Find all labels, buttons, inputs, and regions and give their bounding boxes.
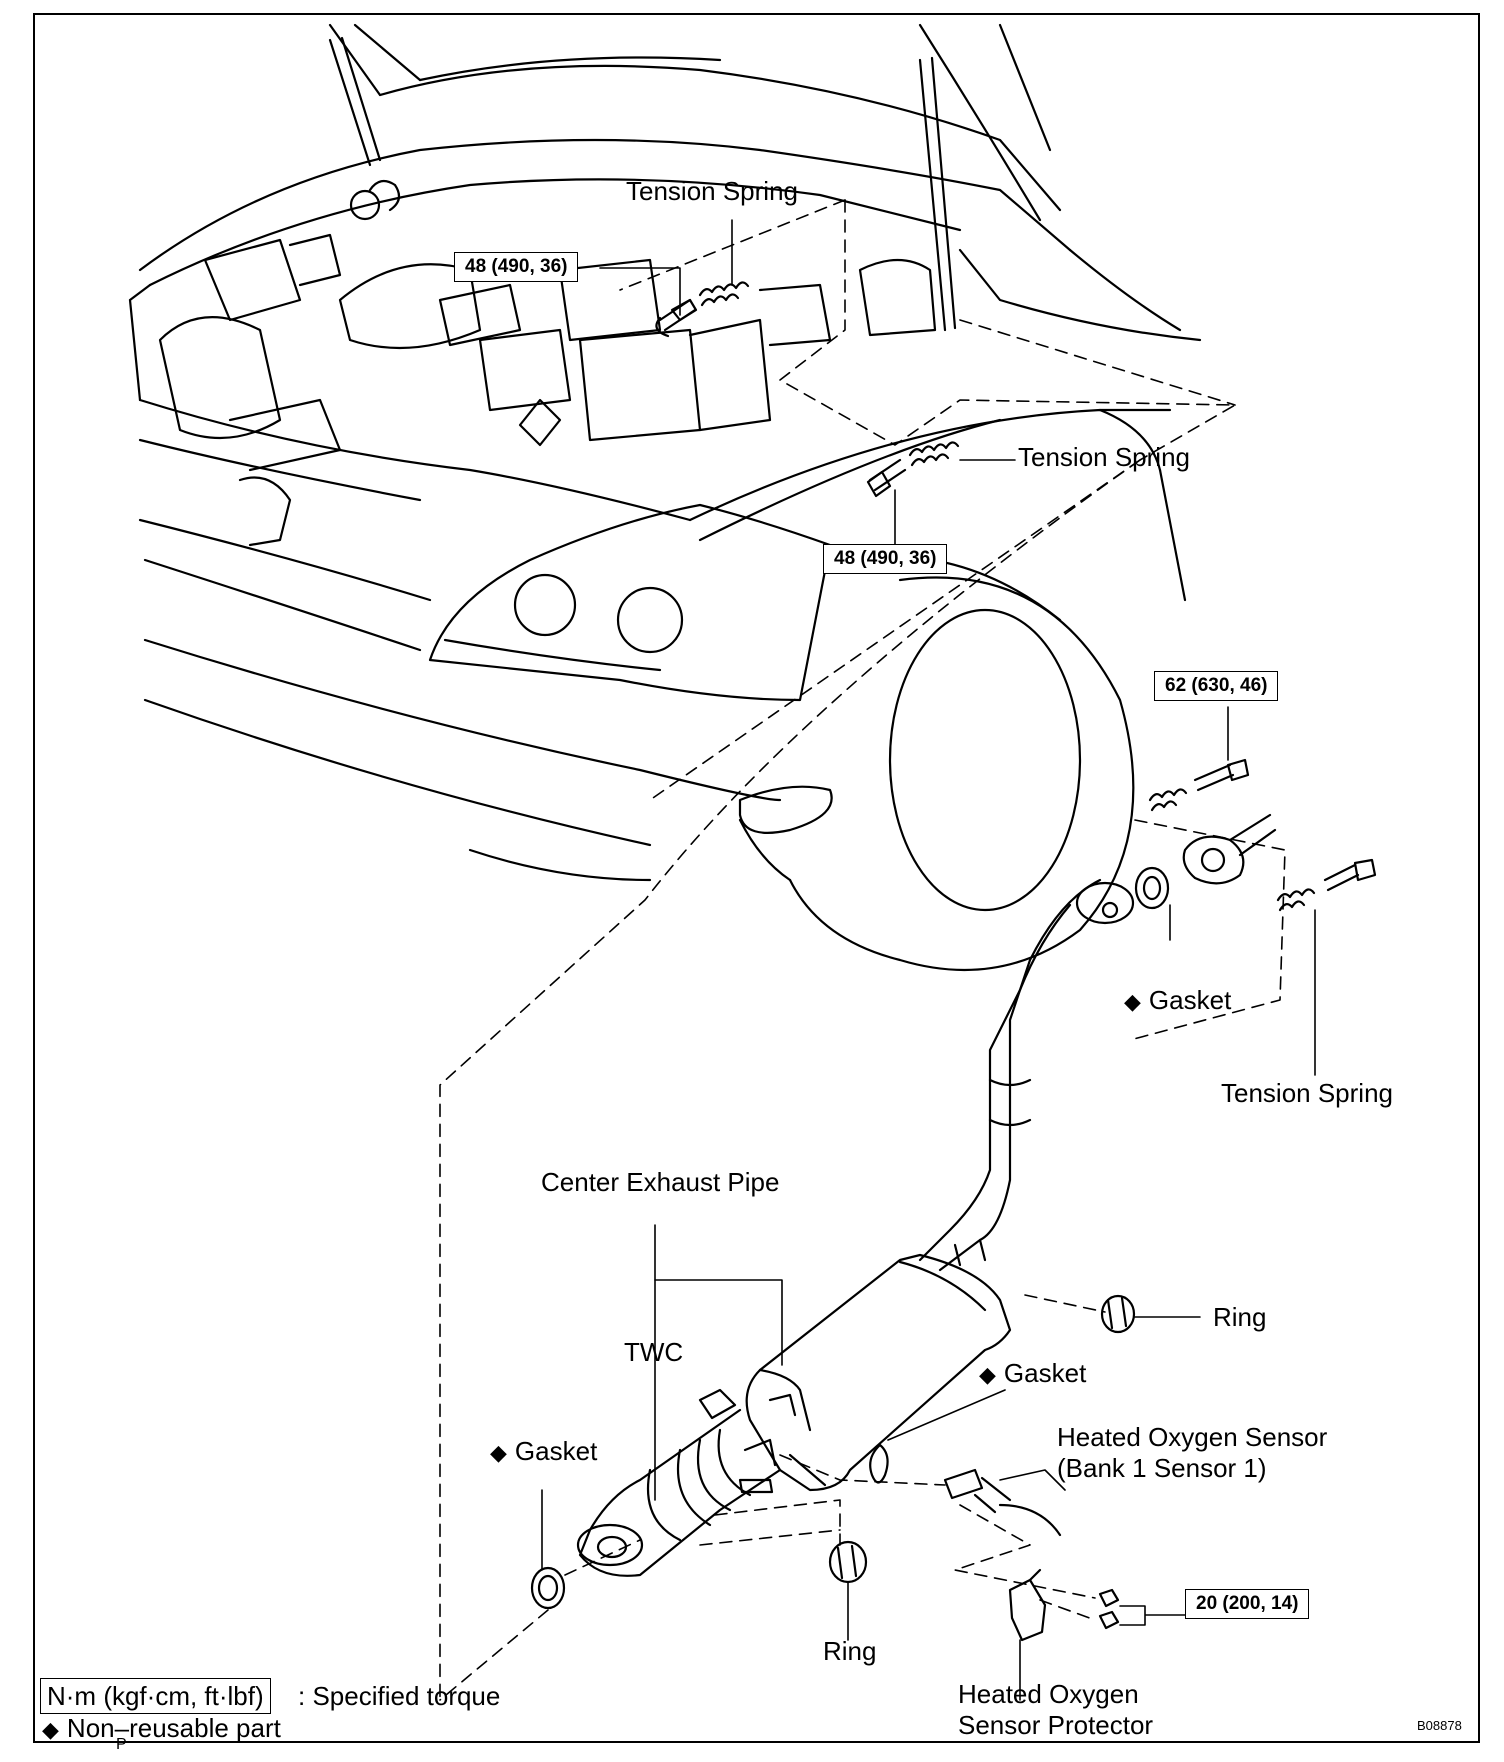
stray-mark: P xyxy=(116,1736,127,1753)
non-reusable-icon: ◆ xyxy=(42,1717,59,1742)
label-ring-right: Ring xyxy=(1213,1302,1267,1332)
label-gasket-upper: ◆Gasket xyxy=(1124,985,1232,1015)
sensor-protector xyxy=(1008,1568,1047,1642)
center-exhaust-pipe xyxy=(745,1253,1012,1492)
upper-gasket xyxy=(1134,866,1170,910)
figure-code: B08878 xyxy=(1417,1718,1462,1733)
manifold-flange xyxy=(1182,813,1277,885)
label-bank-sensor: (Bank 1 Sensor 1) xyxy=(1057,1453,1267,1483)
label-tension-spring-right: Tension Spring xyxy=(1221,1078,1393,1108)
label-twc: TWC xyxy=(624,1337,684,1367)
label-heated-oxygen-sensor: Heated Oxygen Sensor xyxy=(1057,1422,1328,1452)
torque-spec-top-bolt: 48 (490, 36) xyxy=(454,252,579,282)
middle-bolt-and-spring xyxy=(866,441,960,498)
non-reusable-icon: ◆ xyxy=(490,1440,507,1465)
label-tension-spring-top: Tension Spring xyxy=(626,176,798,206)
right-ring xyxy=(1100,1294,1136,1334)
label-gasket-middle: ◆Gasket xyxy=(979,1358,1087,1388)
front-exhaust-pipe xyxy=(918,878,1135,1272)
label-sensor-protector-line1: Heated Oxygen xyxy=(958,1679,1139,1709)
twc-converter xyxy=(576,1388,797,1577)
label-gasket-lower: ◆Gasket xyxy=(490,1436,598,1466)
non-reusable-icon: ◆ xyxy=(979,1362,996,1387)
manifold-bolt-and-spring xyxy=(1148,758,1250,812)
assembly-dashed-lines xyxy=(439,199,1286,1701)
torque-spec-mid-bolt: 48 (490, 36) xyxy=(823,544,948,574)
non-reusable-icon: ◆ xyxy=(1124,989,1141,1014)
label-tension-spring-mid: Tension Spring xyxy=(1018,442,1190,472)
label-center-exhaust-pipe: Center Exhaust Pipe xyxy=(541,1167,780,1197)
leader-lines xyxy=(541,219,1316,1701)
top-bolt-and-spring xyxy=(655,281,750,338)
legend-non-reusable: ◆Non–reusable part xyxy=(42,1713,281,1743)
label-ring-bottom: Ring xyxy=(823,1636,877,1666)
torque-spec-manifold-bolt: 62 (630, 46) xyxy=(1154,671,1279,701)
legend-torque-unit: N·m (kgf·cm, ft·lbf) xyxy=(40,1678,271,1714)
legend-specified-torque: : Specified torque xyxy=(298,1681,501,1711)
bottom-ring xyxy=(828,1540,868,1584)
lower-right-bolt-and-spring xyxy=(1276,858,1377,912)
vehicle-front-outline xyxy=(128,23,1202,972)
lower-gasket xyxy=(530,1566,566,1610)
label-sensor-protector-line2: Sensor Protector xyxy=(958,1710,1154,1740)
sensor-nuts xyxy=(1098,1588,1120,1630)
heated-oxygen-sensor xyxy=(943,1468,1062,1537)
torque-spec-sensor-nut: 20 (200, 14) xyxy=(1185,1589,1310,1619)
